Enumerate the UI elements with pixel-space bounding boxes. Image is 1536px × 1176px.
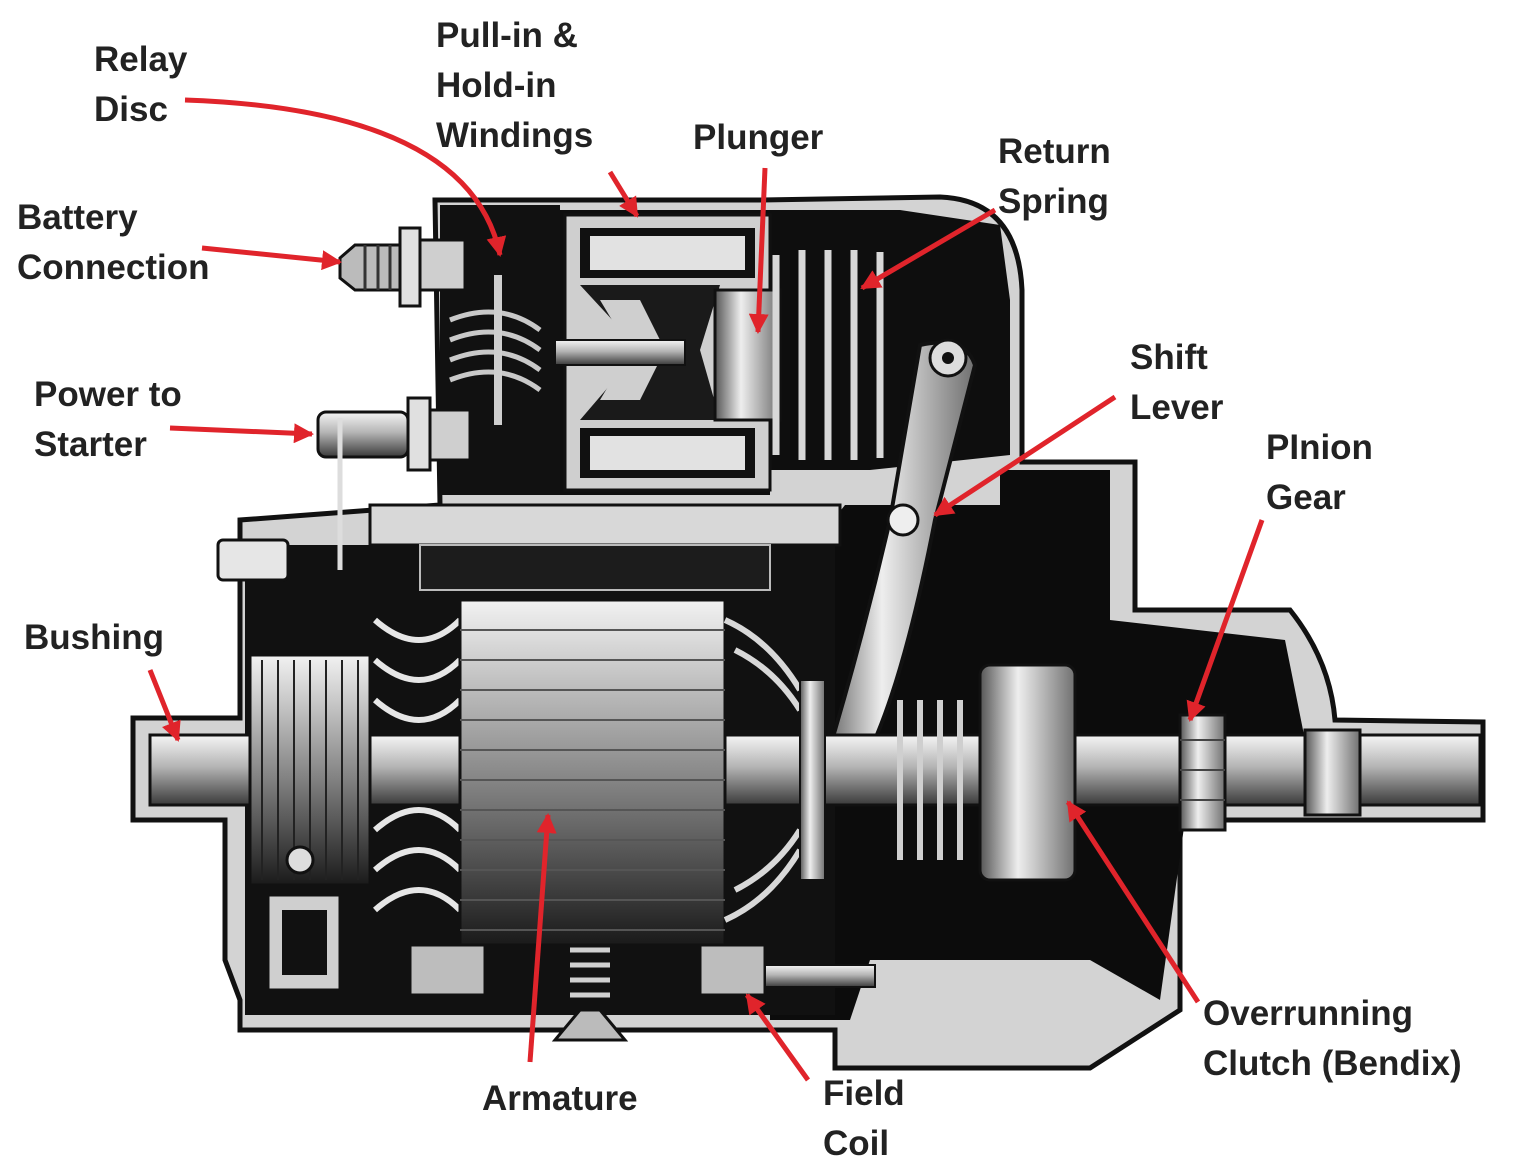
label-relay-disc: Relay Disc [94, 40, 188, 129]
label-armature: Armature [482, 1079, 638, 1118]
label-overrunning-clutch: Overrunning Clutch (Bendix) [1203, 994, 1462, 1083]
label-return-spring: Return Spring [998, 132, 1111, 221]
label-shift-lever: Shift Lever [1130, 338, 1224, 427]
arrow-armature [527, 813, 557, 1063]
label-power-to-starter: Power to Starter [34, 375, 182, 464]
arrow-battery [201, 245, 342, 271]
shift-lever [817, 338, 978, 783]
arrow-shift-lever [933, 394, 1117, 518]
arrow-pinion [1186, 519, 1265, 722]
arrow-plunger [748, 167, 769, 334]
label-battery-connection: Battery Connection [17, 198, 210, 287]
label-windings: Pull-in & Hold-in Windings [436, 16, 594, 155]
arrow-relay-disc [184, 97, 507, 257]
arrow-power-starter [169, 423, 314, 444]
armature-assembly [148, 538, 1482, 1042]
arrow-windings [607, 170, 640, 218]
arrow-return-spring [860, 207, 997, 291]
label-bushing: Bushing [24, 618, 164, 657]
arrow-clutch [1065, 800, 1201, 1004]
solenoid [316, 213, 884, 591]
callout-arrows [147, 97, 1265, 1082]
label-pinion-gear: PInion Gear [1266, 428, 1373, 517]
label-field-coil: Field Coil [823, 1074, 905, 1163]
label-plunger: Plunger [693, 118, 824, 157]
arrow-field-coil [744, 993, 811, 1082]
arrow-bushing [147, 669, 181, 742]
